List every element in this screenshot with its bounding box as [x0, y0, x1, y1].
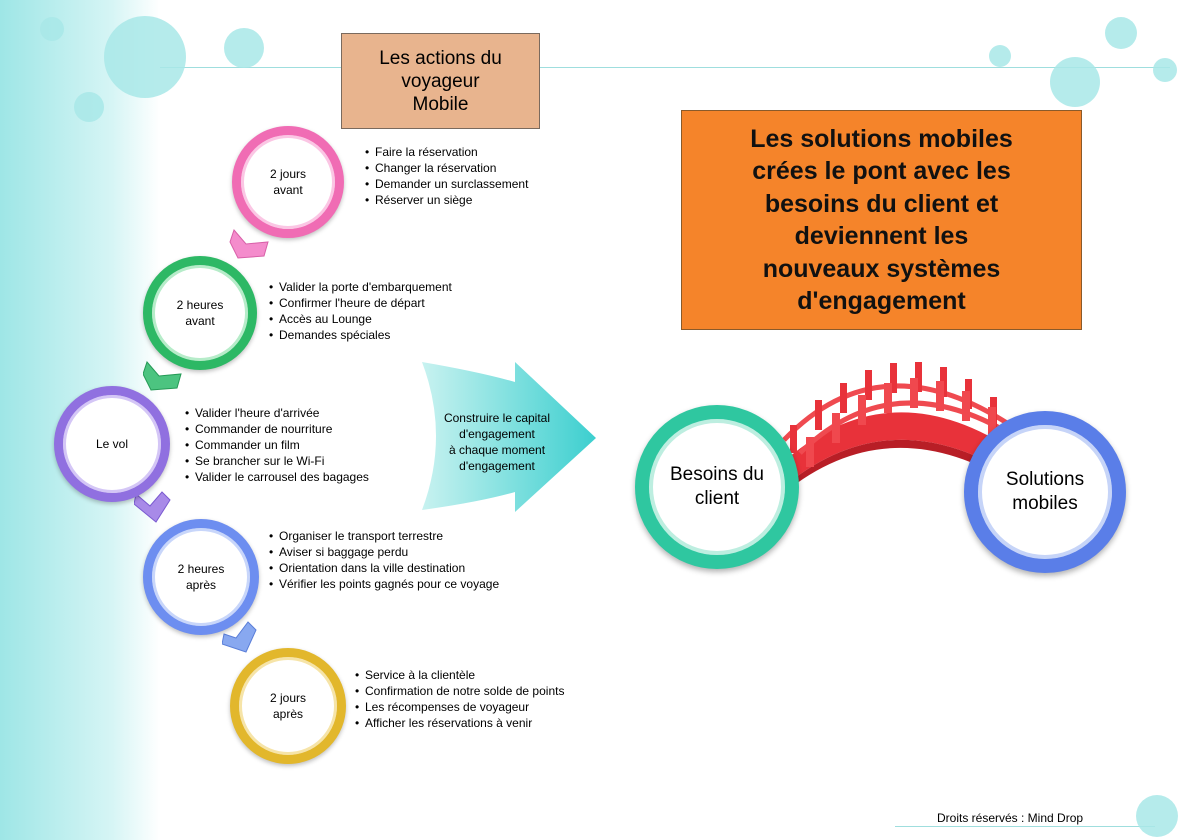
stage-2-hours-after: 2 heures après — [143, 519, 259, 635]
list-item: Se brancher sur le Wi-Fi — [185, 453, 369, 469]
headline-line: Les solutions mobiles — [750, 124, 1013, 153]
arrow-caption-line: Construire le capital — [443, 411, 551, 425]
list-item: Faire la réservation — [365, 144, 528, 160]
list-item: Réserver un siège — [365, 192, 528, 208]
circle-label: mobiles — [1012, 493, 1078, 514]
arrow-caption-line: à chaque moment — [448, 443, 546, 457]
action-list: Valider l'heure d'arrivée Commander de n… — [185, 405, 369, 485]
client-needs-circle: Besoins du client — [635, 405, 799, 569]
deco-circle — [1050, 57, 1100, 107]
deco-circle — [74, 92, 104, 122]
headline-line: nouveaux systèmes — [762, 254, 1001, 283]
list-item: Les récompenses de voyageur — [355, 699, 564, 715]
stage-2-days-after: 2 jours après — [230, 648, 346, 764]
copyright-text: Droits réservés : Mind Drop — [937, 811, 1084, 825]
chevron-down-icon — [134, 491, 171, 523]
list-item: Vérifier les points gagnés pour ce voyag… — [269, 576, 499, 592]
headline-box: Les solutions mobiles crées le pont avec… — [681, 110, 1082, 330]
title-line: Mobile — [412, 93, 469, 115]
list-item: Demandes spéciales — [269, 327, 452, 343]
stage-label: 2 jours — [269, 167, 307, 181]
engagement-arrow — [422, 362, 596, 512]
stage-label: 2 heures — [176, 298, 224, 312]
chevron-down-icon — [229, 229, 269, 259]
arrow-caption-line: d'engagement — [459, 459, 535, 473]
action-list: Organiser le transport terrestre Aviser … — [269, 528, 499, 592]
stage-label: 2 jours — [269, 691, 307, 705]
chevron-down-icon — [222, 621, 257, 653]
circle-label: Besoins du — [669, 464, 764, 485]
bottom-rule — [895, 826, 1155, 827]
deco-circle — [1153, 58, 1177, 82]
stage-label: après — [272, 707, 304, 721]
stage-2-days-before: 2 jours avant — [232, 126, 344, 238]
diagram-title: Les actions du voyageur Mobile — [341, 33, 540, 129]
list-item: Commander un film — [185, 437, 369, 453]
arrow-caption-line: d'engagement — [459, 427, 535, 441]
bridge-illustration — [780, 362, 1022, 493]
list-item: Afficher les réservations à venir — [355, 715, 564, 731]
stage-label: avant — [273, 183, 303, 197]
deco-circle — [1105, 17, 1137, 49]
list-item: Confirmation de notre solde de points — [355, 683, 564, 699]
list-item: Orientation dans la ville destination — [269, 560, 499, 576]
stage-label: après — [185, 578, 217, 592]
deco-circle — [1136, 795, 1178, 837]
circle-label: client — [694, 488, 740, 509]
deco-circle — [104, 16, 186, 98]
action-list: Valider la porte d'embarquement Confirme… — [269, 279, 452, 343]
stage-label: avant — [185, 314, 215, 328]
headline-line: d'engagement — [797, 287, 966, 315]
list-item: Commander de nourriture — [185, 421, 369, 437]
list-item: Accès au Lounge — [269, 311, 452, 327]
deco-circle — [989, 45, 1011, 67]
mobile-solutions-circle: Solutions mobiles — [964, 411, 1126, 573]
stage-flight: Le vol — [54, 386, 170, 502]
circle-label: Solutions — [1005, 469, 1085, 490]
stage-label: Le vol — [95, 437, 129, 451]
title-line: voyageur — [401, 70, 480, 92]
top-rule — [160, 67, 1170, 68]
stage-2-hours-before: 2 heures avant — [143, 256, 257, 370]
action-list: Faire la réservation Changer la réservat… — [365, 144, 528, 208]
list-item: Changer la réservation — [365, 160, 528, 176]
list-item: Valider l'heure d'arrivée — [185, 405, 369, 421]
list-item: Confirmer l'heure de départ — [269, 295, 452, 311]
list-item: Valider le carrousel des bagages — [185, 469, 369, 485]
title-line: Les actions du — [379, 47, 502, 69]
headline-line: crées le pont avec les — [752, 157, 1011, 185]
stage-label: 2 heures — [177, 562, 225, 576]
action-list: Service à la clientèle Confirmation de n… — [355, 667, 564, 731]
deco-circle — [224, 28, 264, 68]
list-item: Aviser si baggage perdu — [269, 544, 499, 560]
list-item: Service à la clientèle — [355, 667, 564, 683]
headline-line: besoins du client et — [764, 189, 999, 218]
headline-line: deviennent les — [794, 222, 969, 250]
arrow-caption: Construire le capital d'engagement à cha… — [432, 410, 562, 474]
list-item: Demander un surclassement — [365, 176, 528, 192]
deco-circle — [40, 17, 64, 41]
list-item: Valider la porte d'embarquement — [269, 279, 452, 295]
chevron-down-icon — [143, 361, 182, 391]
list-item: Organiser le transport terrestre — [269, 528, 499, 544]
